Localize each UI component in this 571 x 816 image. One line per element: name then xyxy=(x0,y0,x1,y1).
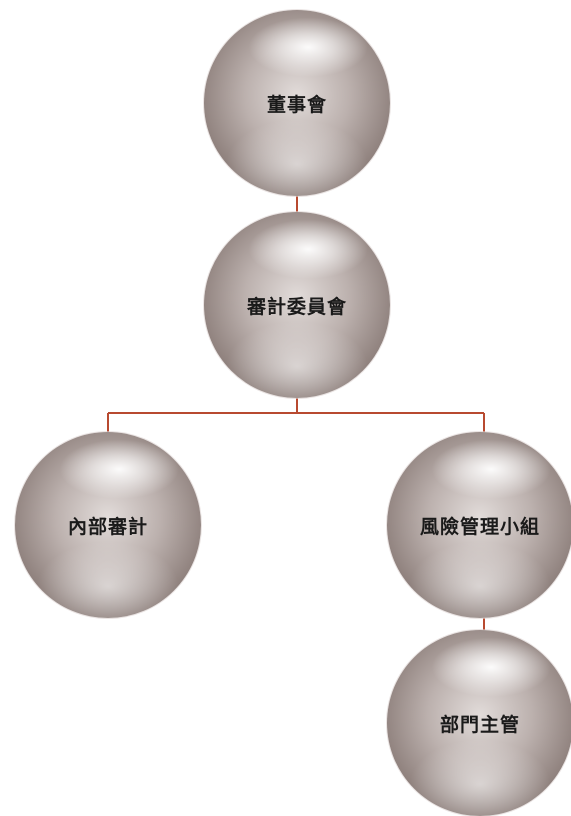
node-label-dept-heads: 部門主管 xyxy=(440,710,520,737)
node-risk-group: 風險管理小組 xyxy=(387,432,571,618)
node-label-internal-audit: 內部審計 xyxy=(68,512,148,539)
node-label-board: 董事會 xyxy=(267,90,327,117)
node-board: 董事會 xyxy=(204,10,390,196)
node-dept-heads: 部門主管 xyxy=(387,630,571,816)
node-audit-committee: 審計委員會 xyxy=(204,212,390,398)
node-label-risk-group: 風險管理小組 xyxy=(420,512,540,539)
node-label-audit-committee: 審計委員會 xyxy=(247,292,347,319)
node-internal-audit: 內部審計 xyxy=(15,432,201,618)
